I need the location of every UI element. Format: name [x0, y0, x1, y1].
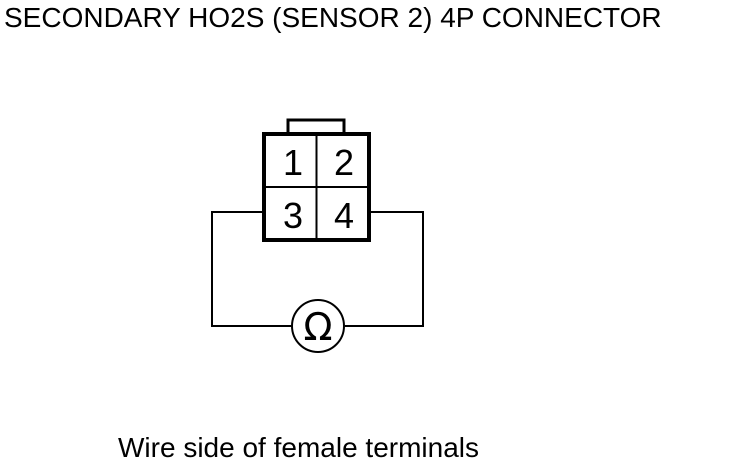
diagram-title: SECONDARY HO2S (SENSOR 2) 4P CONNECTOR [4, 2, 662, 33]
diagram-caption: Wire side of female terminals [118, 432, 480, 463]
left-probe-wire [211, 211, 292, 327]
terminal-3: 3 [283, 195, 303, 236]
test-circuit-wires [211, 211, 424, 327]
connector-housing [262, 118, 371, 242]
right-probe-wire [345, 211, 424, 327]
ohmmeter-icon: Ω [291, 299, 345, 353]
ohmmeter-circle [291, 299, 345, 353]
terminal-4: 4 [334, 195, 354, 236]
terminal-1: 1 [283, 142, 303, 183]
ohm-symbol: Ω [303, 305, 332, 349]
terminal-2: 2 [334, 142, 354, 183]
